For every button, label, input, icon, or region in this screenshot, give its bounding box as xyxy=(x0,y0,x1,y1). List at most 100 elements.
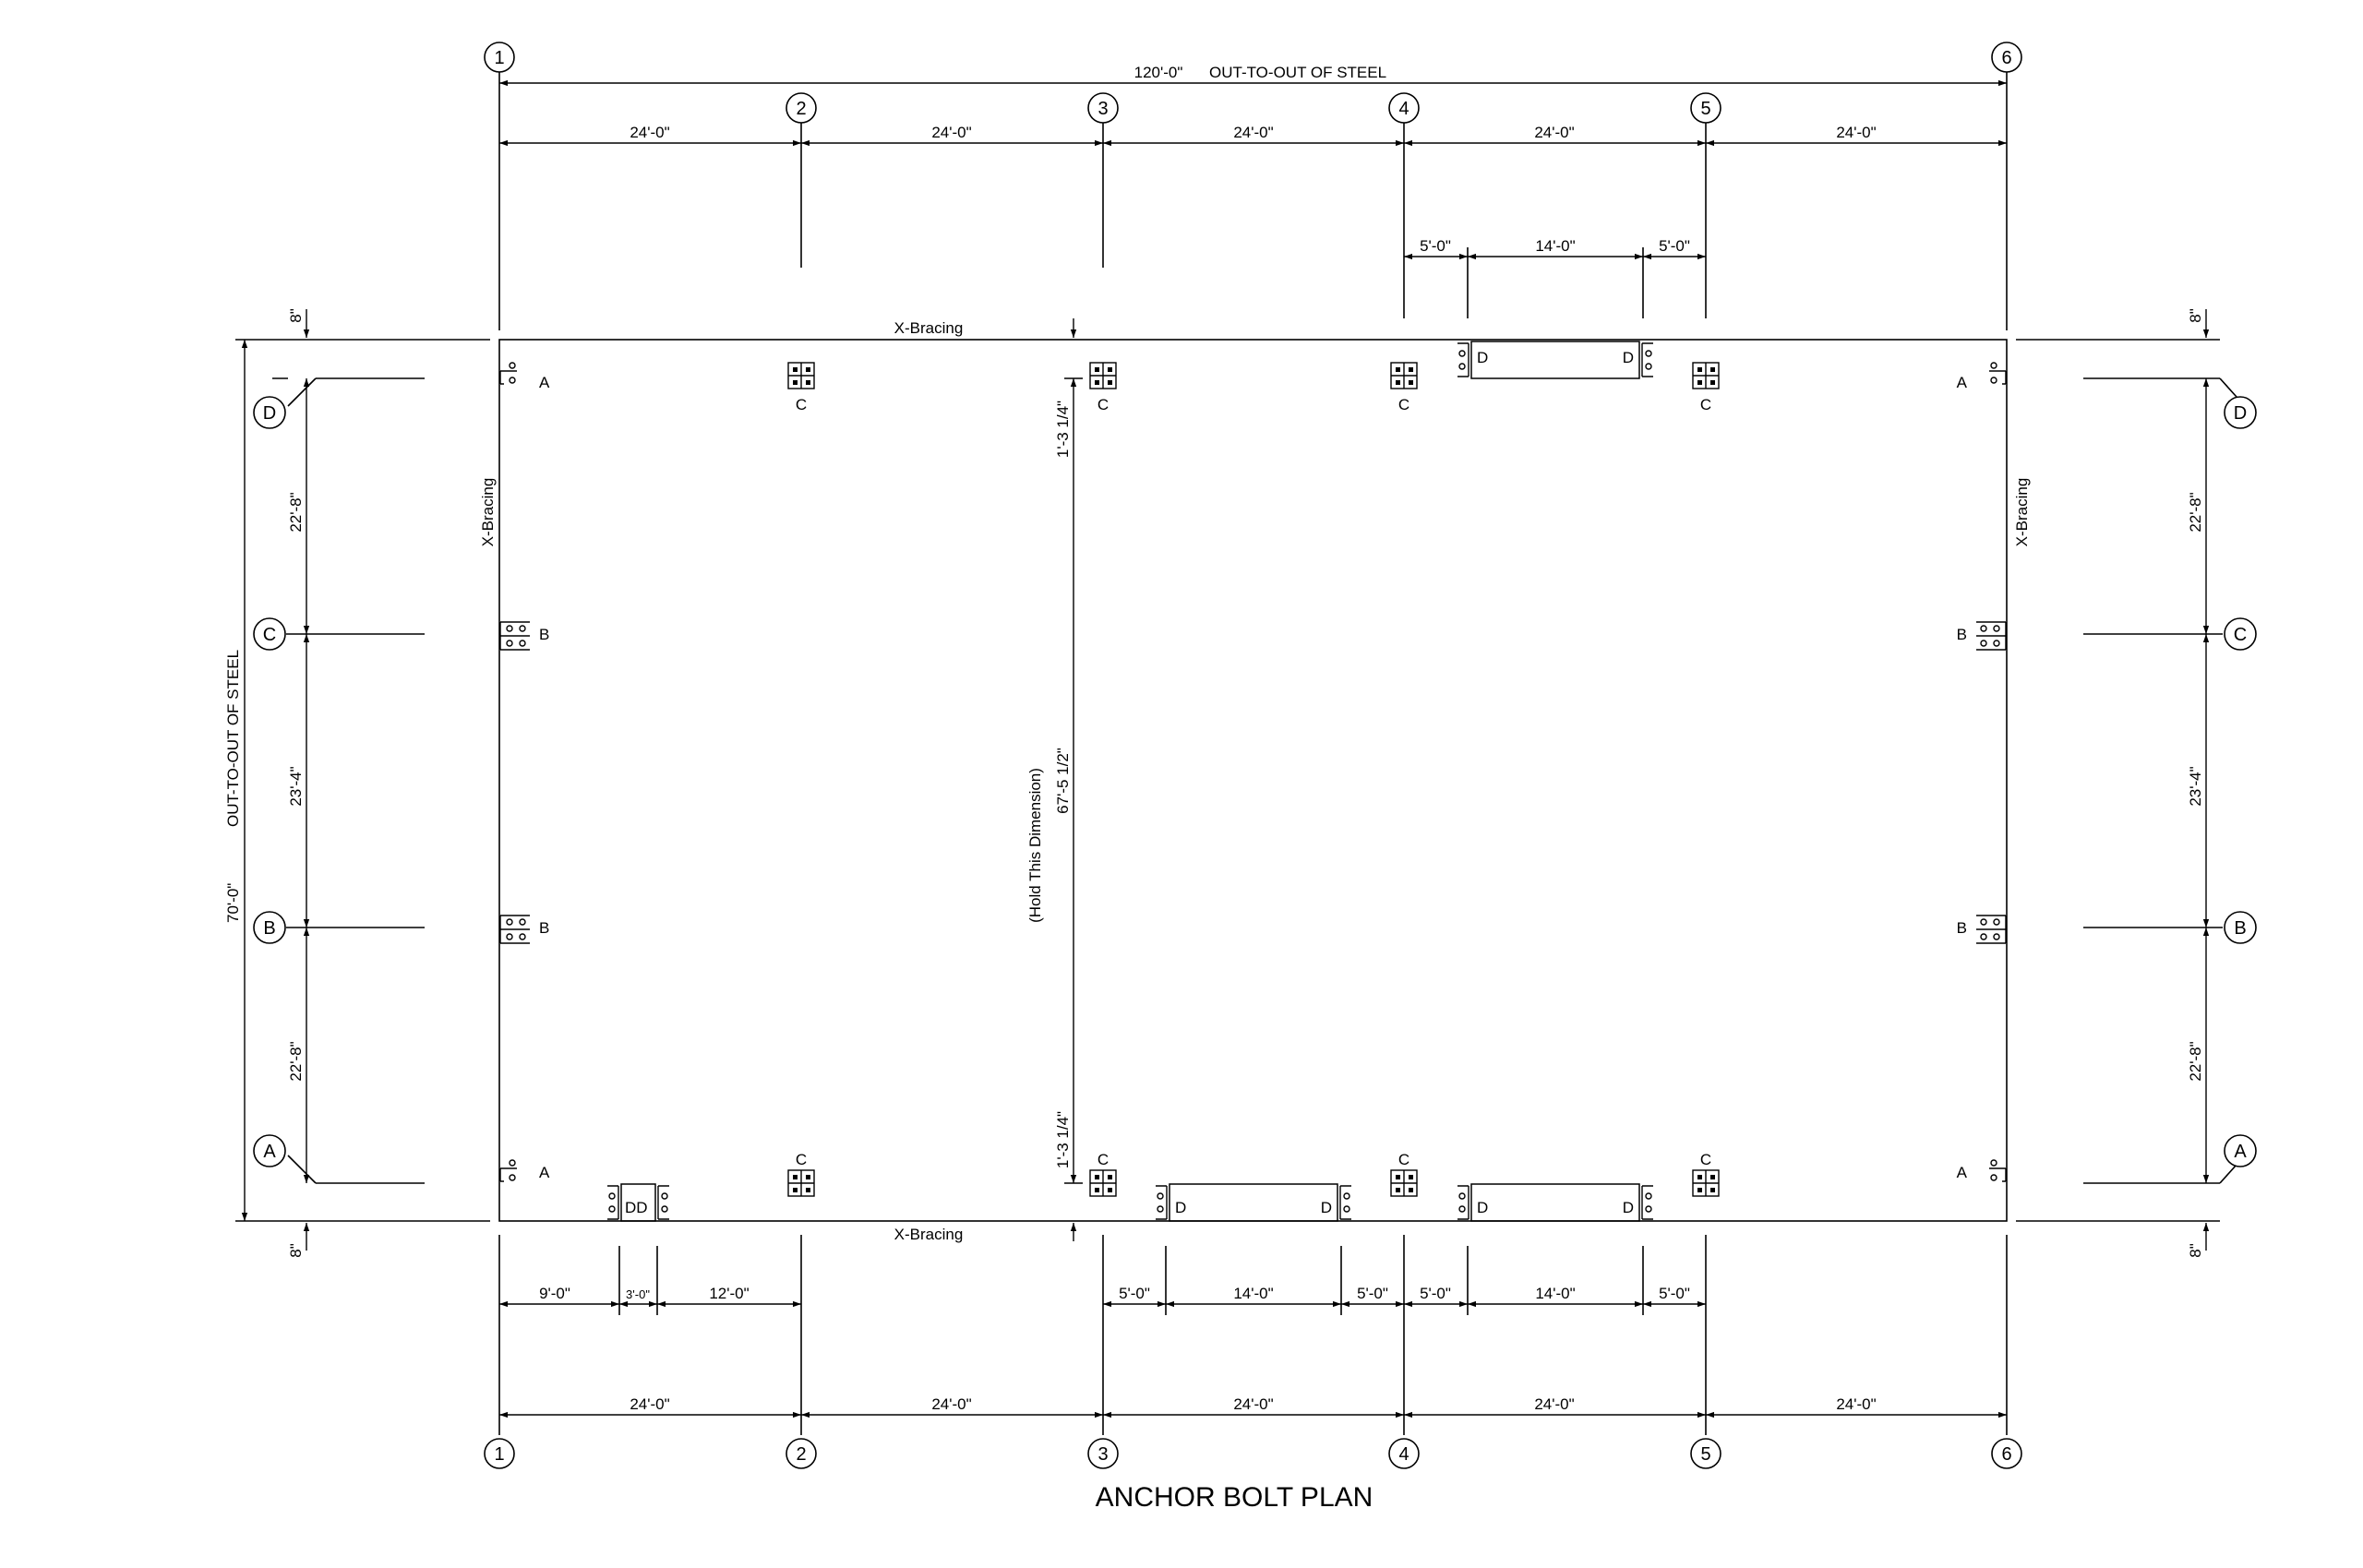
door-dim-top-1: 5'-0" xyxy=(1420,237,1451,255)
bay-dim-top-5: 24'-0" xyxy=(1836,124,1876,141)
overall-width-label: 70'-0" xyxy=(224,883,242,923)
grid-bubble-1-bottom: 1 xyxy=(484,1438,515,1469)
x-bracing-top: X-Bracing xyxy=(894,319,964,337)
door-dim-bottom-3: 12'-0" xyxy=(709,1285,749,1302)
bolt-type-c xyxy=(1692,362,1720,389)
svg-text:D: D xyxy=(2234,403,2247,424)
bolt-label: B xyxy=(539,626,549,643)
door-dim-bottom-6: 5'-0" xyxy=(1357,1285,1388,1302)
grid-bubble-6-top: 6 xyxy=(1991,42,2022,73)
bolt-type-c xyxy=(787,1169,815,1197)
bay-dim-top-4: 24'-0" xyxy=(1534,124,1574,141)
bolt-label: D xyxy=(1623,349,1634,366)
svg-text:3: 3 xyxy=(1098,1444,1108,1465)
svg-text:5: 5 xyxy=(1700,99,1710,119)
door-dim-bottom-9: 5'-0" xyxy=(1659,1285,1690,1302)
bolt-label: D xyxy=(1477,1199,1488,1216)
x-bracing-right: X-Bracing xyxy=(2013,478,2031,547)
bolt-label: DD xyxy=(625,1199,648,1216)
bolt-label: C xyxy=(1700,1151,1711,1168)
door-dim-bottom-5: 14'-0" xyxy=(1233,1285,1273,1302)
side-dim-right-3: 22'-8" xyxy=(2187,492,2204,532)
grid-bubble-4-top: 4 xyxy=(1388,92,1420,124)
hold-dim-label: (Hold This Dimension) xyxy=(1026,768,1044,923)
bay-dim-bottom-5: 24'-0" xyxy=(1836,1395,1876,1413)
grid-bubble-3-top: 3 xyxy=(1087,92,1119,124)
door-dim-top-3: 5'-0" xyxy=(1659,237,1690,255)
door-opening-top xyxy=(1470,341,1640,379)
end-dim-top: 1'-3 1/4" xyxy=(1054,401,1072,458)
bolt-type-d xyxy=(1641,1185,1653,1220)
svg-text:C: C xyxy=(2234,625,2247,645)
door-dim-bottom-2: 3'-0" xyxy=(626,1287,650,1301)
grid-bubble-2-top: 2 xyxy=(786,92,817,124)
drawing-title: ANCHOR BOLT PLAN xyxy=(1096,1482,1373,1513)
bolt-label: C xyxy=(1398,1151,1409,1168)
offset-top-right: 8" xyxy=(2187,308,2204,323)
side-dim-right-2: 23'-4" xyxy=(2187,766,2204,806)
bay-dim-bottom-1: 24'-0" xyxy=(630,1395,669,1413)
bay-dim-top-1: 24'-0" xyxy=(630,124,669,141)
side-dim-left-2: 23'-4" xyxy=(287,766,305,806)
door-dim-bottom-7: 5'-0" xyxy=(1420,1285,1451,1302)
bolt-type-b xyxy=(499,621,530,651)
door-dim-bottom-1: 9'-0" xyxy=(539,1285,570,1302)
out-to-out-label-top: OUT-TO-OUT OF STEEL xyxy=(1209,64,1386,81)
grid-bubble-6-bottom: 6 xyxy=(1991,1438,2022,1469)
svg-text:B: B xyxy=(2234,918,2246,939)
grid-bubble-D-right: D xyxy=(2224,396,2257,429)
grid-bubble-1-top: 1 xyxy=(484,42,515,73)
svg-text:3: 3 xyxy=(1098,99,1108,119)
side-dim-right-1: 22'-8" xyxy=(2187,1041,2204,1081)
mid-dim-label: 67'-5 1/2" xyxy=(1054,748,1072,814)
grid-bubble-D-left: D xyxy=(253,396,286,429)
grid-bubble-A-right: A xyxy=(2224,1134,2257,1167)
door-dim-bottom-4: 5'-0" xyxy=(1119,1285,1150,1302)
door-opening-bottom-1 xyxy=(1169,1183,1338,1222)
svg-text:A: A xyxy=(2234,1142,2247,1162)
overall-length-label: 120'-0" xyxy=(1134,64,1183,81)
offset-top-left: 8" xyxy=(287,308,305,323)
bolt-type-d xyxy=(607,1185,619,1220)
out-to-out-label-left: OUT-TO-OUT OF STEEL xyxy=(224,650,242,827)
bolt-label: C xyxy=(1700,396,1711,413)
bolt-label: D xyxy=(1175,1199,1186,1216)
bolt-label: B xyxy=(1957,626,1967,643)
bolt-type-a xyxy=(1989,362,2007,385)
building-outline xyxy=(498,339,2008,1222)
bolt-type-b xyxy=(1976,621,2007,651)
bolt-type-b xyxy=(499,915,530,944)
grid-bubble-4-bottom: 4 xyxy=(1388,1438,1420,1469)
door-opening-bottom-2 xyxy=(1470,1183,1640,1222)
bolt-type-c xyxy=(1692,1169,1720,1197)
bolt-label: C xyxy=(1098,396,1109,413)
bolt-label: A xyxy=(539,1164,550,1181)
svg-text:2: 2 xyxy=(796,99,806,119)
bay-dim-top-3: 24'-0" xyxy=(1233,124,1273,141)
grid-bubble-3-bottom: 3 xyxy=(1087,1438,1119,1469)
bolt-type-d xyxy=(1641,342,1653,377)
bolt-label: D xyxy=(1477,349,1488,366)
grid-bubble-5-bottom: 5 xyxy=(1690,1438,1721,1469)
svg-text:5: 5 xyxy=(1700,1444,1710,1465)
bolt-type-c xyxy=(1089,362,1117,389)
grid-bubble-5-top: 5 xyxy=(1690,92,1721,124)
grid-bubble-B-left: B xyxy=(253,911,286,944)
grid-bubble-C-left: C xyxy=(253,617,286,651)
bolt-label: D xyxy=(1623,1199,1634,1216)
bolt-type-a xyxy=(499,1159,517,1182)
svg-text:4: 4 xyxy=(1398,1444,1409,1465)
x-bracing-left: X-Bracing xyxy=(479,478,497,547)
svg-text:A: A xyxy=(263,1142,276,1162)
svg-text:4: 4 xyxy=(1398,99,1409,119)
svg-text:1: 1 xyxy=(494,1444,504,1465)
offset-bottom-right: 8" xyxy=(2187,1243,2204,1258)
svg-text:6: 6 xyxy=(2001,1444,2011,1465)
bolt-type-d xyxy=(657,1185,669,1220)
bolt-label: C xyxy=(1398,396,1409,413)
bolt-type-a xyxy=(1989,1159,2007,1182)
bay-dim-bottom-2: 24'-0" xyxy=(931,1395,971,1413)
door-opening-small xyxy=(620,1183,656,1222)
